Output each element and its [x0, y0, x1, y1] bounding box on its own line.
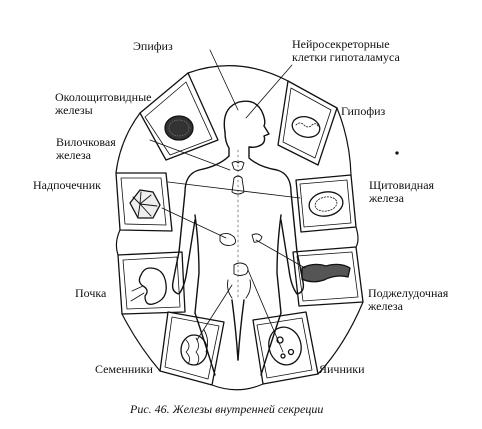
label-epifiz: Эпифиз: [133, 39, 173, 53]
label-adrenal: Надпочечник: [33, 178, 101, 192]
label-parathyroid-line1: Околощитовидные: [55, 90, 152, 104]
panel-testes: [159, 311, 225, 386]
label-pancreas-line2: железа: [368, 299, 403, 313]
human-figure: [171, 100, 305, 376]
panel-adrenal: [115, 172, 173, 232]
panel-hypophysis: [277, 80, 338, 166]
stray-mark: [395, 151, 399, 155]
panel-kidney: [117, 251, 186, 315]
label-pancreas-line1: Поджелудочная: [368, 286, 449, 300]
panel-thyroid: [295, 174, 357, 233]
label-parathyroid-line2: железы: [55, 103, 93, 117]
label-testes: Семенники: [95, 362, 153, 376]
panel-ring: [115, 65, 364, 391]
label-thymus-line1: Вилочковая: [56, 135, 116, 149]
label-thyroid-line1: Щитовидная: [369, 178, 435, 192]
panel-parathyroid: [139, 72, 219, 161]
label-kidney: Почка: [75, 286, 107, 300]
label-neurosecretory-line2: клетки гипоталамуса: [292, 50, 400, 64]
label-neurosecretory-line1: Нейросекреторные: [292, 37, 390, 51]
leader-lines: [149, 49, 306, 353]
label-ovaries: Яичники: [319, 362, 365, 376]
label-hypophysis: Гипофиз: [341, 104, 386, 118]
figure-caption: Рис. 46. Железы внутренней секреции: [130, 402, 324, 416]
panel-ovaries: [252, 311, 319, 385]
label-thyroid-line2: железа: [369, 191, 404, 205]
label-thymus-line2: железа: [56, 148, 91, 162]
panel-pancreas: [292, 246, 364, 307]
